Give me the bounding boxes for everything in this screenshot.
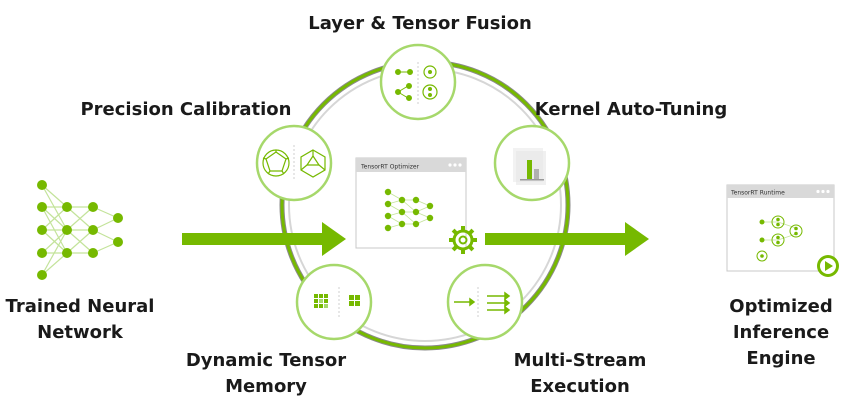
output-arrow xyxy=(485,222,649,256)
trained-network-label-line-1: Trained Neural xyxy=(5,296,155,317)
optimized-engine-label: Optimized Inference Engine xyxy=(713,294,849,372)
kernel-node xyxy=(493,124,571,202)
dynamic-memory-label: Dynamic Tensor Memory xyxy=(176,348,356,400)
grid-blocks-icon xyxy=(314,294,328,308)
precision-node xyxy=(255,124,333,202)
arrows-icon xyxy=(487,291,511,315)
window-dots-icon xyxy=(816,189,830,194)
optimized-engine-label-line-3: Engine xyxy=(746,348,816,369)
multistream-label-line-2: Execution xyxy=(530,376,630,397)
optimizer-network-icon xyxy=(384,188,434,232)
dynamic-memory-label-line-1: Dynamic Tensor xyxy=(185,350,347,371)
kernel-label: Kernel Auto-Tuning xyxy=(534,99,728,120)
arrows-icon xyxy=(454,297,476,307)
polyhedron-icon xyxy=(262,149,290,177)
bar-chart-icon xyxy=(513,148,546,185)
trained-network-label: Trained Neural Network xyxy=(0,294,160,346)
dynamic-memory-node xyxy=(295,263,373,341)
runtime-network-icon xyxy=(759,219,765,243)
layer-fusion-node xyxy=(379,43,457,121)
optimizer-window-title: TensorRT Optimizer xyxy=(360,164,420,171)
optimized-engine-label-line-2: Inference xyxy=(732,322,830,343)
trained-network-label-line-2: Network xyxy=(37,322,123,343)
multistream-node xyxy=(446,263,524,341)
multistream-label: Multi-Stream Execution xyxy=(500,348,660,400)
grid-blocks-icon xyxy=(349,295,360,306)
play-icon xyxy=(817,255,839,277)
multistream-label-line-1: Multi-Stream xyxy=(513,350,647,371)
layer-fusion-label: Layer & Tensor Fusion xyxy=(308,13,532,34)
trained-network-icon xyxy=(37,180,123,280)
window-dots-icon xyxy=(448,163,462,167)
gear-icon xyxy=(449,226,477,254)
runtime-window xyxy=(726,184,839,277)
precision-label: Precision Calibration xyxy=(80,99,292,120)
optimizer-window xyxy=(355,157,477,254)
optimized-engine-label-line-1: Optimized xyxy=(729,296,833,317)
input-arrow xyxy=(182,222,346,256)
runtime-window-title: TensorRT Runtime xyxy=(730,190,785,197)
polyhedron-icon xyxy=(300,149,326,178)
dynamic-memory-label-line-2: Memory xyxy=(225,376,307,397)
